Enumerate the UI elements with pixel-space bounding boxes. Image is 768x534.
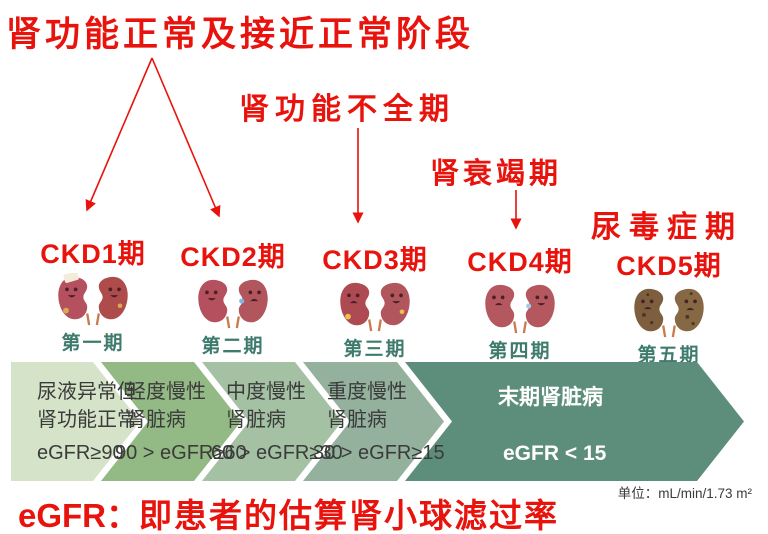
stage-column-ckd3: CKD3期 第三期 [300,238,450,361]
seg1-title: 尿液异常但 肾功能正常 [37,381,137,431]
kidney-faces [205,290,261,302]
ckd1-label: CKD1期 [40,239,146,269]
stage1-name: 第一期 [61,333,125,354]
sparkle-decor [63,303,123,314]
title-failure-stage: 肾衰竭期 [430,158,563,190]
seg4-title: 重度慢性 肾脏病 [327,381,407,431]
left-kidney [634,288,664,332]
chevron-seg1 [11,362,140,481]
kidney-faces [347,293,403,304]
spots-decor [642,292,695,326]
seg3-egfr: 60 > eGFR≥30 [211,442,343,464]
egfr-definition-note: eGFR：即患者的估算肾小球滤过率 [18,489,559,534]
seg2-egfr: 90 > eGFR≥60 [115,442,247,464]
left-kidney [485,284,515,328]
kidney-faces [641,299,697,311]
tear-decor [381,302,386,307]
kidney-pair-icon [198,279,268,329]
egfr-chevron-banner: 尿液异常但 肾功能正常 eGFR≥90 轻度慢性 肾脏病 90 > eGFR≥6… [11,362,748,481]
title-uremia-stage: 尿毒症期 [591,211,743,244]
kidney-pair-icon [485,284,555,334]
title-insufficiency-stage: 肾功能不全期 [239,93,455,126]
ureter-stems [513,321,527,334]
stage-column-ckd5: CKD5期 第五期 [594,244,744,367]
right-kidney [525,284,555,328]
stage5-name: 第五期 [637,345,701,366]
chevron-seg5 [405,362,744,481]
stage2-name: 第二期 [201,336,265,357]
bandage-decor [63,273,79,283]
kidney-pair-icon [634,288,704,338]
kidney-faces [65,287,121,298]
seg5-title: 末期肾脏病 [498,386,603,409]
stage4-name: 第四期 [488,341,552,362]
seg3-title: 中度慢性 肾脏病 [226,381,306,431]
ckd3-label: CKD3期 [322,245,428,275]
arrow-to-ckd1 [85,57,153,212]
tear-decor [675,308,680,313]
seg5-egfr: eGFR < 15 [503,442,607,465]
ureter-stems [226,316,240,329]
seg2-title: 轻度慢性 肾脏病 [126,381,206,431]
tear-decor [239,298,245,304]
chevron-seg2 [101,362,241,481]
ureter-stems [86,313,100,326]
tear-decor [526,303,532,309]
arrow-to-ckd2 [151,57,221,218]
egfr-note-prefix: eGFR： [18,497,140,534]
kidney-faces [492,295,548,306]
stage-column-ckd2: CKD2期 第二期 [158,235,308,358]
chevron-shapes [11,362,744,481]
seg1-egfr: eGFR≥90 [37,442,124,464]
ckd5-label: CKD5期 [616,251,722,281]
sparkle-decor [345,309,405,320]
right-kidney [98,276,128,320]
chevron-seg4 [303,362,444,481]
ckd4-label: CKD4期 [467,247,573,277]
egfr-note-text: 即患者的估算肾小球滤过率 [139,499,560,534]
stage3-name: 第三期 [343,339,407,360]
right-kidney [380,282,410,326]
stage-column-ckd1: CKD1期 第一期 [18,232,168,355]
ureter-stems [662,325,676,338]
unit-note: 单位：mL/min/1.73 m² [617,486,752,501]
kidney-pair-icon [58,273,128,326]
ureter-stems [368,319,382,332]
seg4-egfr: 30 > eGFR≥15 [313,442,445,464]
kidney-pair-icon [340,282,410,332]
title-normal-stage: 肾功能正常及接近正常阶段 [6,15,475,54]
chevron-seg3 [202,362,342,481]
ckd2-label: CKD2期 [180,242,286,272]
tear-decor [99,296,104,301]
left-kidney [198,279,228,323]
stage-column-ckd4: CKD4期 第四期 [445,240,595,363]
